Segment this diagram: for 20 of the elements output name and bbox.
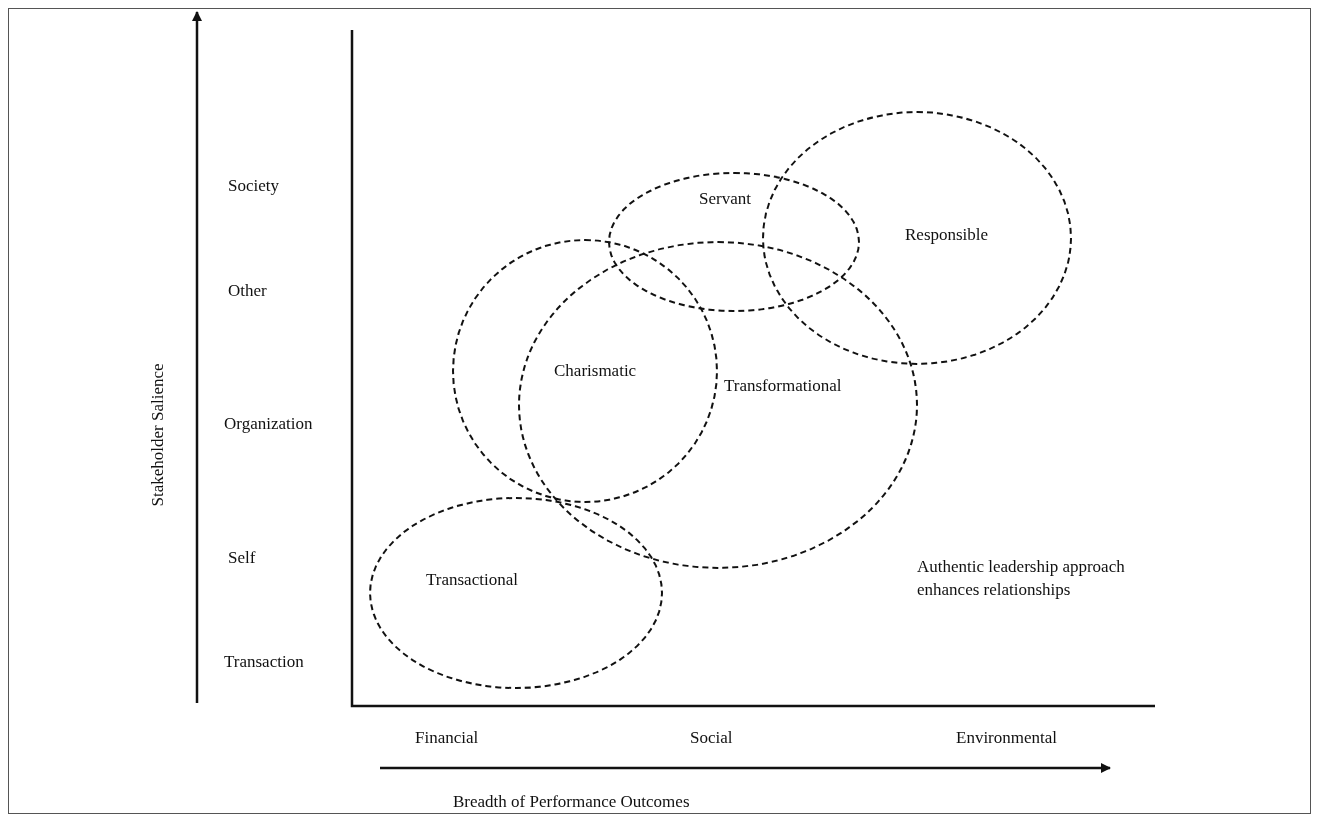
axis-title: Breadth of Performance Outcomes [453,792,690,812]
ellipse-label: Responsible [905,225,989,245]
dashed-ellipse [608,172,860,312]
axis-tick-label: Environmental [956,728,1058,748]
ellipse-label: Transactional [426,570,518,590]
axis-tick-label: Self [228,548,256,568]
note-text: Authentic leadership approach enhances relationships [917,556,1126,601]
axis-tick-label: Organization [224,414,313,434]
ellipse-label: Transformational [724,376,842,396]
axis-tick-label: Society [228,176,279,196]
axis-tick-label: Other [228,281,267,301]
axis-tick-label: Financial [415,728,479,748]
dashed-ellipse [762,111,1072,365]
dashed-ellipse [452,239,718,503]
dashed-ellipse [369,497,663,689]
axis-tick-label: Transaction [224,652,304,672]
ellipse-label: Servant [699,189,751,209]
axis-title: Stakeholder Salience [147,363,167,507]
ellipse-label: Charismatic [554,361,637,381]
axis-tick-label: Social [690,728,733,748]
